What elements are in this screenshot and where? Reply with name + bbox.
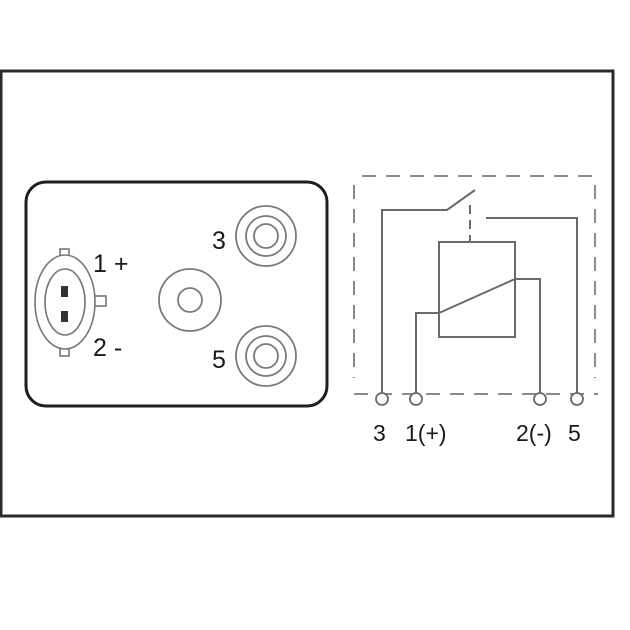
terminal-5-label: 5: [212, 346, 226, 374]
node-5-icon: [570, 392, 584, 406]
schematic-label-2: 2(-): [516, 420, 552, 446]
wires: [381, 189, 578, 394]
schematic-label-3: 3: [373, 420, 386, 446]
center-stud-icon: [158, 268, 222, 332]
terminal-3-label: 3: [212, 227, 226, 255]
outer-frame: [0, 69, 615, 518]
terminal-5-icon: [235, 325, 297, 387]
node-1-icon: [409, 392, 423, 406]
schematic-label-1: 1(+): [405, 420, 447, 446]
node-3-icon: [375, 392, 389, 406]
dashed-enclosure: [353, 175, 598, 395]
pin-1-label: 1 +: [93, 250, 128, 278]
plug-connector-icon: [34, 248, 107, 357]
pin-2-label: 2 -: [93, 334, 122, 362]
relay-base-view: 1 + 2 - 3 5: [24, 180, 329, 408]
relay-schematic: 3 1(+) 2(-) 5: [353, 175, 598, 446]
node-2-icon: [533, 392, 547, 406]
schematic-label-5: 5: [568, 420, 581, 446]
relay-base-outline: [24, 180, 329, 408]
terminal-3-icon: [235, 205, 297, 267]
terminal-nodes: [375, 392, 584, 406]
